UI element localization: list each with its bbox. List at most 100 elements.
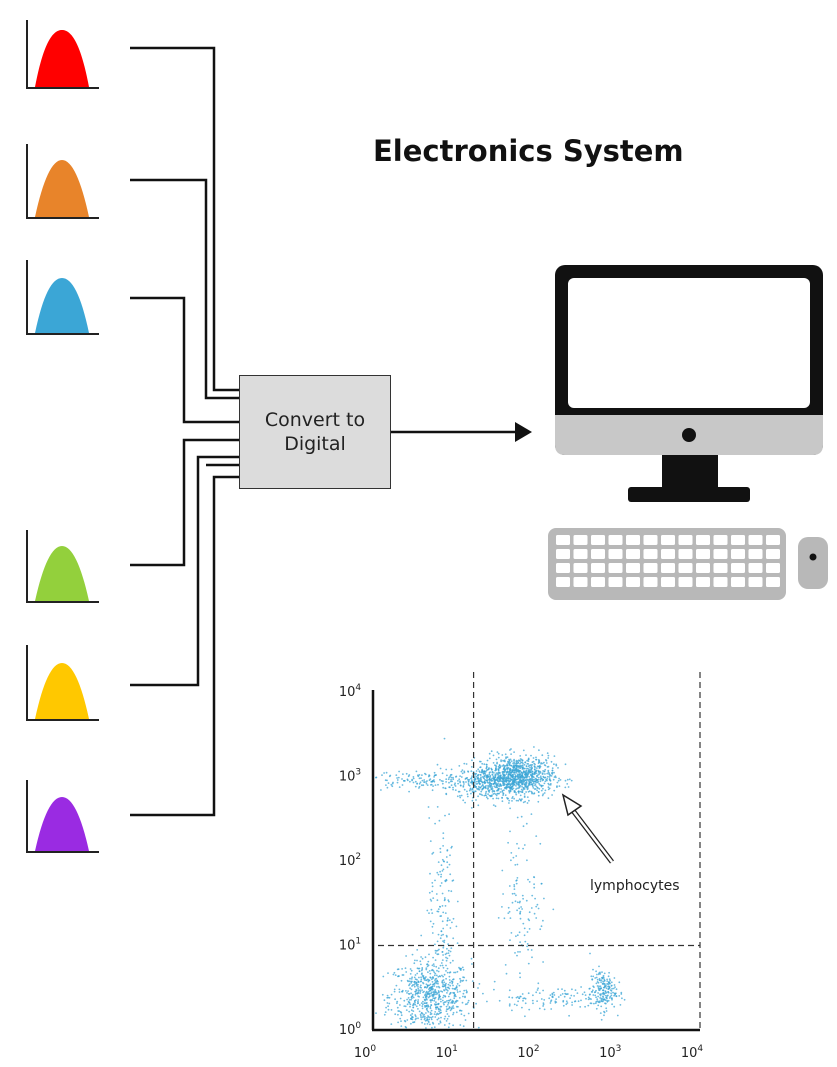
data-point <box>509 778 512 781</box>
data-point <box>540 925 543 928</box>
data-point <box>416 782 418 785</box>
data-point <box>483 779 486 781</box>
data-point <box>407 990 409 992</box>
monitor-screen <box>568 278 810 408</box>
data-point <box>537 791 540 793</box>
data-point <box>528 1008 531 1011</box>
data-point <box>612 987 615 990</box>
data-point <box>501 754 504 756</box>
data-point <box>541 794 544 797</box>
data-point <box>503 777 506 779</box>
keyboard-key <box>748 549 763 559</box>
data-point <box>493 980 496 983</box>
data-point <box>587 996 590 999</box>
data-point <box>523 795 526 798</box>
data-point <box>505 781 508 783</box>
data-point <box>419 986 422 988</box>
data-point <box>491 770 494 773</box>
data-point <box>518 770 521 773</box>
data-point <box>496 792 499 795</box>
data-point <box>527 770 530 773</box>
data-point <box>383 999 386 1002</box>
data-point <box>531 956 533 959</box>
data-point <box>499 778 502 781</box>
data-point <box>442 983 445 986</box>
data-point <box>512 787 515 790</box>
data-point <box>432 956 434 959</box>
data-point <box>600 981 602 983</box>
data-point <box>422 996 425 999</box>
data-point <box>508 910 511 913</box>
data-point <box>535 781 538 784</box>
data-point <box>428 953 430 956</box>
data-point <box>481 769 483 772</box>
data-point <box>420 784 423 787</box>
data-point <box>524 771 527 774</box>
data-point <box>420 1018 423 1021</box>
data-point <box>529 769 532 771</box>
data-point <box>549 782 552 785</box>
data-point <box>422 991 424 994</box>
data-point <box>519 941 521 943</box>
data-point <box>497 752 500 755</box>
keyboard-key <box>713 577 728 587</box>
data-point <box>593 1002 595 1005</box>
data-point <box>517 847 520 850</box>
data-point <box>520 906 522 908</box>
data-point <box>599 973 602 975</box>
data-point <box>456 991 459 993</box>
data-point <box>519 786 521 788</box>
data-point <box>524 1015 526 1018</box>
data-point <box>420 777 422 779</box>
data-point <box>501 869 504 872</box>
data-point <box>443 985 445 988</box>
data-point <box>430 1018 433 1021</box>
data-point <box>477 795 479 798</box>
data-point <box>456 970 459 973</box>
data-point <box>552 778 555 781</box>
data-point <box>533 886 536 889</box>
data-point <box>462 992 465 995</box>
data-point <box>445 793 448 796</box>
data-point <box>527 785 529 787</box>
data-point <box>426 985 429 987</box>
data-point <box>556 786 558 788</box>
data-point <box>387 1008 390 1011</box>
data-point <box>436 953 439 956</box>
data-point <box>475 770 478 772</box>
data-point <box>511 785 514 788</box>
data-point <box>438 1023 440 1025</box>
data-point <box>547 797 550 800</box>
data-point <box>420 976 422 979</box>
data-point <box>521 783 523 785</box>
data-point <box>437 933 440 936</box>
data-point <box>496 751 499 753</box>
data-point <box>535 785 538 788</box>
data-point <box>444 912 447 914</box>
data-point <box>425 967 428 969</box>
data-point <box>597 1004 600 1007</box>
data-point <box>488 767 490 769</box>
data-point <box>427 991 429 994</box>
data-point <box>423 1015 426 1018</box>
data-point <box>484 773 487 775</box>
data-point <box>431 885 434 888</box>
data-point <box>448 813 450 816</box>
data-point <box>492 754 495 757</box>
data-point <box>399 1011 402 1013</box>
data-point <box>489 774 492 777</box>
data-point <box>494 779 497 782</box>
data-point <box>468 778 471 781</box>
data-point <box>428 912 430 914</box>
data-point <box>394 974 397 976</box>
data-point <box>538 760 540 763</box>
data-point <box>443 860 445 863</box>
data-point <box>440 1016 442 1019</box>
data-point <box>543 792 546 794</box>
data-point <box>426 784 429 786</box>
data-point <box>471 775 473 777</box>
data-point <box>495 772 498 774</box>
data-point <box>380 789 382 791</box>
data-point <box>435 974 438 977</box>
data-point <box>529 779 532 782</box>
